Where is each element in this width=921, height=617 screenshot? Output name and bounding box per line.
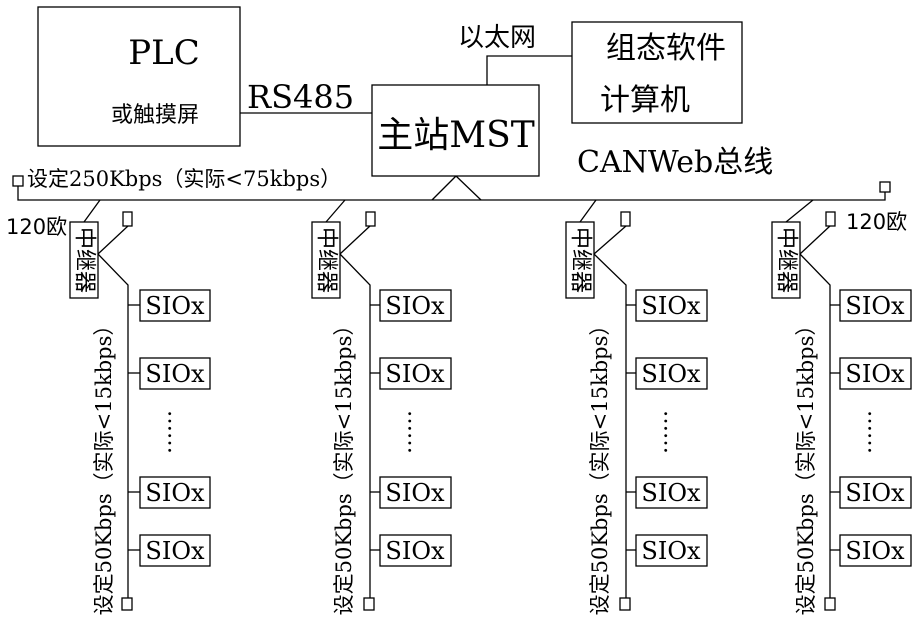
slave-box [635,289,708,322]
branch-rate-label: 设定50Kbps（实际<15kbps） [588,315,612,616]
slave-label: SIOx [641,479,701,507]
branch-termination-bottom [121,597,133,611]
bus-name-label: CANWeb总线 [577,145,773,180]
repeater-box [771,221,801,299]
branch-rate-label: 设定50Kbps（实际<15kbps） [332,315,356,616]
ellipsis: …… [163,410,188,454]
termination-resistor-right [879,181,891,193]
slave-label: SIOx [641,360,701,388]
master-drop-right [455,175,482,201]
termination-resistor-left [12,175,24,187]
slave-label: SIOx [845,360,905,388]
slave-box [139,476,211,509]
branch-1: 中继器 SIOx SIOx SIOx SIOx …… 设定50Kbps（实际<1… [69,199,211,616]
repeater-box [565,221,595,299]
ellipsis: …… [403,410,428,454]
branch-termination-bottom [824,597,836,611]
slave-label: SIOx [641,292,701,320]
slave-label: SIOx [145,537,205,565]
bus-right-termination-lead [813,192,886,201]
ellipsis: …… [863,410,888,454]
master-station-label: 主站MST [377,115,535,156]
termination-label-right: 120欧 [846,210,907,234]
slave-box [839,476,912,509]
master-drop-left [431,175,457,201]
plc-label: PLC [128,33,199,73]
plc-box [37,6,241,147]
branch-termination-bottom [619,597,631,611]
branch-2: 中继器 SIOx SIOx SIOx SIOx …… 设定50Kbps（实际<1… [311,199,452,616]
slave-box [635,534,708,567]
slave-label: SIOx [145,360,205,388]
scada-computer-box [571,21,743,124]
branch-termination-top [365,211,376,227]
repeater-box [311,221,341,299]
slave-box [379,476,452,509]
ethernet-label: 以太网 [458,23,536,53]
slave-box [139,289,211,322]
slave-box [379,357,452,390]
slave-label: SIOx [641,537,701,565]
slave-box [839,289,912,322]
slave-label: SIOx [385,537,445,565]
slave-box [839,534,912,567]
slave-label: SIOx [385,360,445,388]
repeater-label: 中继器 [72,227,97,293]
repeater-label: 中继器 [568,227,593,293]
bus-rate-label: 设定250Kbps（实际<75kbps） [27,167,341,191]
slave-label: SIOx [145,479,205,507]
branch-rate-label: 设定50Kbps（实际<15kbps） [794,315,818,616]
repeater-label: 中继器 [774,227,799,293]
bus-left-termination-lead [17,186,100,201]
termination-label-left: 120欧 [6,215,67,239]
slave-box [635,476,708,509]
slave-label: SIOx [845,479,905,507]
scada-label-line2: 计算机 [600,83,690,118]
slave-label: SIOx [385,292,445,320]
slave-box [139,357,211,390]
branch-termination-top [825,211,836,227]
branch-3: 中继器 SIOx SIOx SIOx SIOx …… 设定50Kbps（实际<1… [565,199,708,616]
branch-4: 中继器 SIOx SIOx SIOx SIOx …… 设定50Kbps（实际<1… [771,199,912,616]
master-station-box [371,84,540,177]
branch-rate-label: 设定50Kbps（实际<15kbps） [92,315,116,616]
slave-box [139,534,211,567]
slave-label: SIOx [845,292,905,320]
ethernet-link [486,55,572,85]
branch-termination-top [620,211,631,227]
slave-box [379,534,452,567]
repeater-box [69,221,99,299]
rs485-label: RS485 [247,78,354,116]
repeater-label: 中继器 [314,227,339,293]
slave-box [839,357,912,390]
ellipsis: …… [659,410,684,454]
slave-box [379,289,452,322]
slave-label: SIOx [145,292,205,320]
scada-label-line1: 组态软件 [606,31,726,66]
slave-label: SIOx [385,479,445,507]
branch-termination-top [122,211,133,227]
slave-label: SIOx [845,537,905,565]
branch-termination-bottom [363,597,375,611]
slave-box [635,357,708,390]
plc-touchscreen-label: 或触摸屏 [111,103,199,128]
